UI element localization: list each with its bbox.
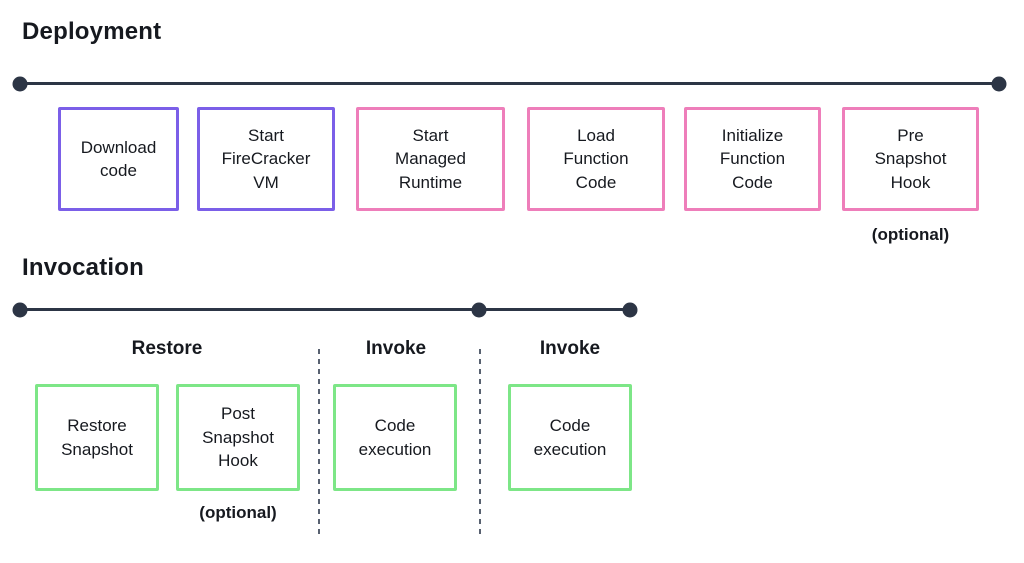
- phase-label-restore: Restore: [131, 338, 203, 359]
- step-label: Start Managed Runtime: [395, 125, 466, 192]
- step-label: Post Snapshot Hook: [202, 404, 274, 471]
- step-initialize-function-code: Initialize Function Code: [684, 107, 821, 211]
- step-load-function-code: Load Function Code: [527, 107, 665, 211]
- step-label: Initialize Function Code: [719, 125, 786, 192]
- step-code-execution-1: Code execution: [333, 384, 457, 491]
- step-label: Code execution: [533, 416, 607, 459]
- step-start-firecracker-vm: Start FireCracker VM: [197, 107, 335, 211]
- step-label: Download code: [80, 137, 157, 180]
- step-label: Start FireCracker VM: [221, 125, 311, 192]
- step-start-managed-runtime: Start Managed Runtime: [356, 107, 505, 211]
- phase-label-invoke-1: Invoke: [365, 338, 427, 359]
- step-label: Load Function Code: [563, 125, 629, 192]
- invocation-title: Invocation: [22, 254, 145, 281]
- timeline-dot-start: [12, 76, 28, 91]
- step-restore-snapshot: Restore Snapshot: [35, 384, 159, 491]
- deployment-timeline: [12, 76, 1007, 91]
- step-pre-snapshot-hook: Pre Snapshot Hook: [842, 107, 979, 211]
- optional-label-invocation: (optional): [199, 503, 277, 522]
- phase-label-invoke-2: Invoke: [539, 338, 601, 359]
- timeline-dot-end: [991, 76, 1007, 91]
- optional-label-deployment: (optional): [871, 225, 950, 244]
- deployment-title: Deployment: [22, 18, 162, 45]
- invocation-timeline: [12, 302, 638, 317]
- step-label: Code execution: [358, 416, 432, 459]
- step-label: Pre Snapshot Hook: [874, 125, 947, 192]
- step-post-snapshot-hook: Post Snapshot Hook: [176, 384, 300, 491]
- step-label: Restore Snapshot: [61, 416, 133, 459]
- step-download-code: Download code: [58, 107, 179, 211]
- phase-divider-2: [479, 349, 481, 539]
- timeline-dot-start: [12, 302, 28, 317]
- phase-divider-1: [318, 349, 320, 539]
- step-code-execution-2: Code execution: [508, 384, 632, 491]
- timeline-dot-end: [622, 302, 638, 317]
- timeline-dot-middle: [471, 302, 487, 317]
